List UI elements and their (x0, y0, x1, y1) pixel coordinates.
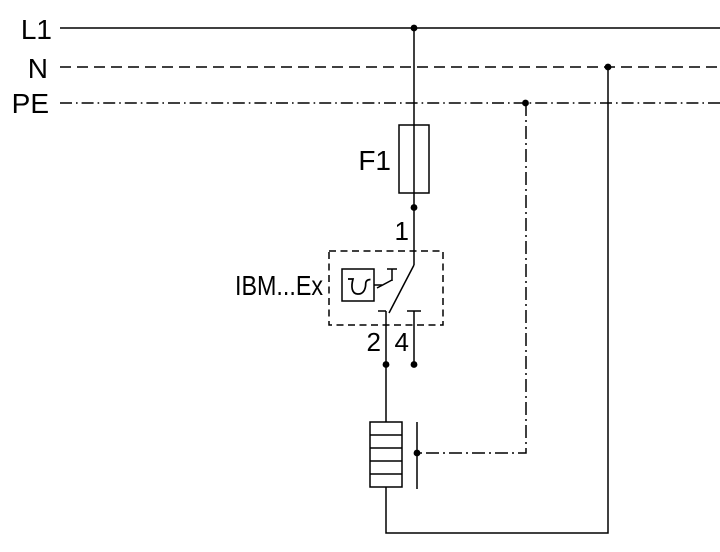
neutral-return-line (385, 67, 609, 534)
thermal-flag-glyph (376, 268, 397, 289)
fuse-output-terminal-dot (410, 204, 418, 211)
pe-junction-dot (522, 99, 529, 107)
terminal-4-contact (407, 310, 421, 364)
terminal-1-label: 1 (395, 216, 409, 246)
pe-bus-label: PE (12, 88, 49, 119)
terminal-2-dot (382, 361, 390, 368)
chassis-junction-dot (413, 449, 421, 457)
pe-bond-line (417, 103, 527, 454)
l1-bus-label: L1 (21, 14, 52, 45)
reset-box (341, 268, 375, 302)
l1-junction-dot (410, 24, 418, 32)
n-junction-dot (604, 63, 612, 71)
terminal-2-label: 2 (367, 327, 381, 357)
reset-arrow-glyph (348, 278, 371, 295)
fuse-symbol (398, 124, 430, 194)
fuse-label: F1 (358, 145, 391, 176)
n-bus-label: N (28, 53, 48, 84)
heater-element (369, 421, 403, 488)
switch-blade (388, 264, 415, 314)
heater-segments (370, 434, 402, 475)
heater-body (369, 421, 403, 488)
thermal-trip-icon (376, 268, 397, 289)
manual-reset-icon (341, 268, 375, 302)
terminal-4-dot (410, 361, 418, 368)
terminal-4-label: 4 (395, 327, 409, 357)
device-label: IBM...Ex (235, 270, 323, 301)
